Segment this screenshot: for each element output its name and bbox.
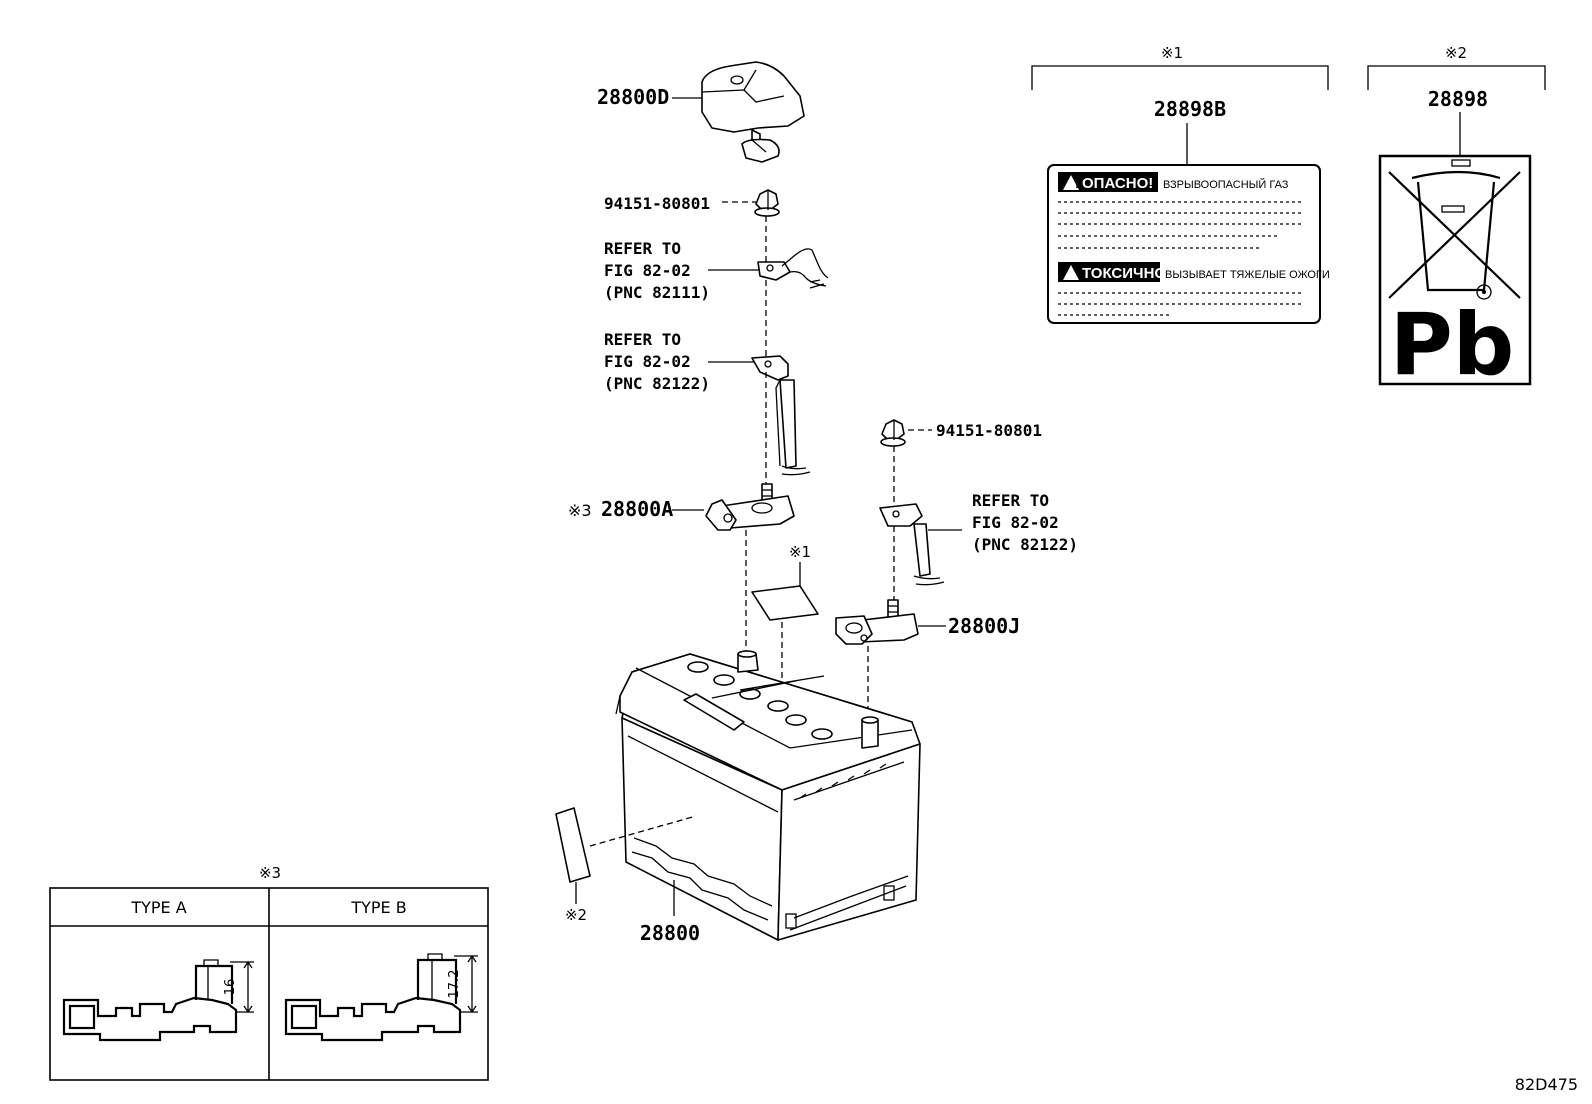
toxic-text: ВЫЗЫВАЕТ ТЯЖЕЛЫЕ ОЖОГИ [1165, 269, 1330, 281]
part-number-cover: 28800D [597, 85, 669, 109]
svg-text:FIG 82-02: FIG 82-02 [604, 352, 691, 371]
type-b-terminal-drawing: 17.2 [284, 953, 478, 1042]
part-number-nut-right: 94151-80801 [936, 421, 1042, 440]
refer-note-2: REFER TO FIG 82-02 (PNC 82122) [604, 330, 710, 393]
part-number-warning-label: 28898B [1154, 97, 1226, 121]
svg-text:FIG 82-02: FIG 82-02 [972, 513, 1059, 532]
type-b-header: TYPE B [350, 898, 406, 917]
positive-terminal-illustration [705, 483, 795, 531]
part-number-terminal-pos: 28800A [601, 497, 673, 521]
part-number-nut-top: 94151-80801 [604, 194, 710, 213]
warning-label-sheet [751, 585, 819, 621]
toxic-word: ТОКСИЧНО [1082, 265, 1166, 282]
lead-symbol: Pb [1390, 295, 1515, 395]
nut-top-illustration [754, 189, 780, 217]
note2-mark-sheet: ※2 [565, 906, 587, 924]
terminal-type-table: TYPE A TYPE B 16 [49, 887, 489, 1081]
refer-note-3: REFER TO FIG 82-02 (PNC 82122) [972, 491, 1078, 554]
refer-note-1: REFER TO FIG 82-02 (PNC 82111) [604, 239, 710, 302]
terminal-pos-prefix: ※3 [568, 501, 592, 520]
negative-terminal-illustration [835, 599, 919, 645]
ground-cable-illustration [757, 248, 829, 289]
warning-label-illustration: ! ОПАСНО! ВЗРЫВООПАСНЫЙ ГАЗ ТОКСИЧНО ВЫЗ… [1047, 164, 1330, 324]
part-number-terminal-neg: 28800J [948, 614, 1020, 638]
svg-text:!: ! [1075, 179, 1079, 191]
svg-text:REFER TO: REFER TO [972, 491, 1049, 510]
danger-text: ВЗРЫВООПАСНЫЙ ГАЗ [1163, 178, 1289, 191]
positive-cable-illustration [751, 355, 811, 476]
warning-triangle-icon [1063, 175, 1079, 190]
figure-code: 82D475 [1515, 1075, 1578, 1094]
type-a-dimension: 16 [223, 979, 238, 996]
note1-mark-top: ※1 [1161, 44, 1183, 62]
svg-text:(PNC 82111): (PNC 82111) [604, 283, 710, 302]
svg-text:REFER TO: REFER TO [604, 330, 681, 349]
svg-text:REFER TO: REFER TO [604, 239, 681, 258]
toxic-triangle-icon [1063, 265, 1079, 280]
type-a-terminal-drawing: 16 [62, 959, 254, 1042]
battery-illustration [615, 650, 921, 941]
note1-bracket: ※1 [1031, 44, 1329, 90]
part-number-battery: 28800 [640, 921, 700, 945]
danger-word: ОПАСНО! [1082, 175, 1153, 192]
recycle-label-illustration: Pb [1378, 154, 1532, 395]
crossed-bin-icon [1388, 159, 1521, 300]
nut-right-illustration [880, 419, 906, 447]
type-a-header: TYPE A [130, 898, 186, 917]
note2-bracket: ※2 [1367, 44, 1546, 90]
svg-text:(PNC 82122): (PNC 82122) [972, 535, 1078, 554]
note3-mark-table: ※3 [259, 864, 281, 882]
note1-mark-sheet: ※1 [789, 543, 811, 561]
svg-text:FIG 82-02: FIG 82-02 [604, 261, 691, 280]
recycle-label-sheet [555, 807, 591, 883]
negative-cable-illustration [879, 503, 945, 586]
note2-mark-top: ※2 [1445, 44, 1467, 62]
svg-text:(PNC 82122): (PNC 82122) [604, 374, 710, 393]
terminal-cover-illustration [701, 61, 805, 163]
part-number-recycle-label: 28898 [1428, 87, 1488, 111]
type-b-dimension: 17.2 [447, 970, 462, 999]
